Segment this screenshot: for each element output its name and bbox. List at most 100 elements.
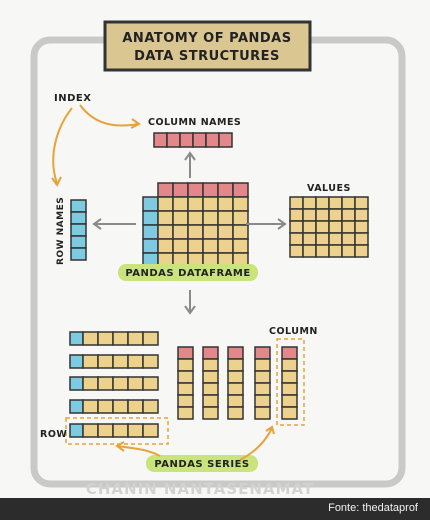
- right-arrow-to-values: [246, 218, 287, 230]
- column-series-value-cell: [227, 394, 244, 408]
- row-name-cell: [70, 223, 87, 237]
- up-arrow-to-column-names: [184, 151, 196, 178]
- dataframe-cell: [142, 196, 159, 212]
- row-series-value-cell: [97, 399, 114, 414]
- row-series-value-cell: [97, 376, 114, 391]
- values-cell: [341, 196, 356, 210]
- series-to-row-arrowhead: [115, 441, 125, 452]
- column-series-value-cell: [254, 394, 271, 408]
- dataframe-cell: [142, 238, 159, 254]
- dataframe-cell: [187, 196, 204, 212]
- column-name-cell: [166, 132, 181, 148]
- index-to-column-names-arrow: [79, 104, 139, 127]
- dataframe-cell: [217, 238, 234, 254]
- dataframe-cell: [187, 182, 204, 198]
- row-series-value-cell: [97, 331, 114, 346]
- source-caption: Fonte: thedataprof: [328, 502, 418, 514]
- row-series-value-cell: [82, 399, 99, 414]
- row-series-index-cell: [69, 423, 84, 438]
- column-series-value-cell: [202, 370, 219, 384]
- column-name-cell: [179, 132, 194, 148]
- row-series-index-cell: [69, 399, 84, 414]
- values-cell: [315, 220, 330, 234]
- values-cell: [289, 220, 304, 234]
- row-name-cell: [70, 211, 87, 225]
- column-series-value-cell: [202, 382, 219, 396]
- dataframe-cell: [202, 182, 219, 198]
- values-cell: [354, 220, 369, 234]
- values-cell: [315, 232, 330, 246]
- row-series-value-cell: [112, 331, 129, 346]
- row-series-value-cell: [112, 376, 129, 391]
- column-series-value-cell: [227, 406, 244, 420]
- values-cell: [302, 220, 317, 234]
- values-cell: [315, 244, 330, 258]
- dataframe-cell: [232, 182, 249, 198]
- values-cell: [289, 196, 304, 210]
- column-dashed-highlight: [276, 338, 305, 426]
- column-series-value-cell: [281, 370, 298, 384]
- row-series-value-cell: [97, 354, 114, 369]
- dataframe-cell: [142, 210, 159, 226]
- row-series-value-cell: [112, 423, 129, 438]
- values-cell: [328, 208, 343, 222]
- column-series-value-cell: [281, 358, 298, 372]
- dataframe-cell: [217, 210, 234, 226]
- column-series-value-cell: [227, 358, 244, 372]
- dataframe-cell: [202, 238, 219, 254]
- dataframe-cell: [202, 224, 219, 240]
- column-series-header-cell: [177, 346, 194, 360]
- column-series-value-cell: [202, 394, 219, 408]
- dataframe-cell: [157, 224, 174, 240]
- column-names-strip: [153, 132, 233, 148]
- values-cell: [315, 196, 330, 210]
- dataframe-cell: [202, 210, 219, 226]
- column-series-value-cell: [281, 406, 298, 420]
- dataframe-cell: [187, 210, 204, 226]
- dataframe-cell: [187, 224, 204, 240]
- dataframe-cell: [157, 210, 174, 226]
- column-series-header-cell: [254, 346, 271, 360]
- row-series-value-cell: [97, 423, 114, 438]
- dataframe-cell: [172, 196, 189, 212]
- title-line2: DATA STRUCTURES: [134, 49, 280, 64]
- pandas-dataframe-highlight: [118, 264, 258, 281]
- row-name-cell: [70, 235, 87, 249]
- values-cell: [354, 244, 369, 258]
- column-series-value-cell: [254, 406, 271, 420]
- column-name-cell: [153, 132, 168, 148]
- row-series-value-cell: [82, 423, 99, 438]
- column-series-value-cell: [202, 358, 219, 372]
- values-cell: [341, 220, 356, 234]
- column-series-value-cell: [254, 382, 271, 396]
- row-name-cell: [70, 199, 87, 213]
- pandas-dataframe-grid: [142, 182, 249, 268]
- row-series-index-cell: [69, 331, 84, 346]
- row-series-value-cell: [142, 376, 159, 391]
- values-cell: [289, 244, 304, 258]
- column-series-header-cell: [227, 346, 244, 360]
- dataframe-cell: [232, 210, 249, 226]
- series-to-row-arrow: [117, 445, 161, 457]
- dataframe-cell: [202, 196, 219, 212]
- column-series-value-cell: [227, 382, 244, 396]
- values-cell: [354, 208, 369, 222]
- column-name-cell: [192, 132, 207, 148]
- values-cell: [289, 232, 304, 246]
- values-cell: [315, 208, 330, 222]
- column-series-value-cell: [177, 394, 194, 408]
- dataframe-cell: [172, 210, 189, 226]
- values-cell: [328, 232, 343, 246]
- column-series-value-cell: [227, 370, 244, 384]
- column-series-value-cell: [254, 370, 271, 384]
- row-series-value-cell: [82, 354, 99, 369]
- series-to-column-arrow: [239, 427, 273, 461]
- column-series-value-cell: [281, 382, 298, 396]
- values-cell: [341, 208, 356, 222]
- row-series-value-cell: [112, 399, 129, 414]
- values-cell: [302, 244, 317, 258]
- dataframe-cell: [217, 224, 234, 240]
- column-series-stack: [177, 346, 298, 420]
- column-name-cell: [205, 132, 220, 148]
- caption-bar: [0, 498, 430, 520]
